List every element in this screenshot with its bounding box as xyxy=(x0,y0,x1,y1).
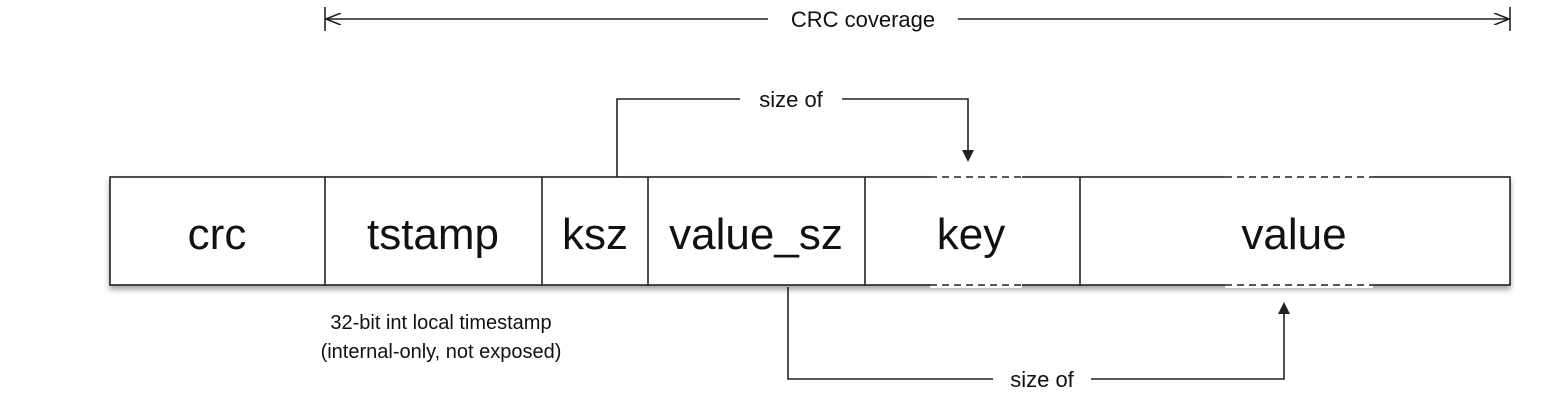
field-label-key: key xyxy=(937,210,1005,259)
key-dash-mask-bottom xyxy=(930,282,1022,288)
key-dash-mask-top xyxy=(930,174,1022,180)
tstamp-note-line1: 32-bit int local timestamp xyxy=(330,312,551,334)
value-sz-size-of-connector: size of xyxy=(787,287,1290,392)
field-tstamp: tstamp xyxy=(367,210,499,259)
field-label-tstamp: tstamp xyxy=(367,210,499,259)
field-label-ksz: ksz xyxy=(562,210,628,259)
value-sz-size-of-label: size of xyxy=(1010,367,1074,392)
field-ksz: ksz xyxy=(562,210,628,259)
record-outline xyxy=(109,176,1511,286)
ksz-size-of-connector: size of xyxy=(616,87,974,177)
crc-coverage-span: CRC coverage xyxy=(324,7,1511,32)
field-label-value: value xyxy=(1241,210,1346,259)
field-value-sz: value_sz xyxy=(669,210,843,259)
value-sz-connector-left xyxy=(787,287,993,380)
field-key: key xyxy=(930,174,1022,288)
field-crc: crc xyxy=(188,210,247,259)
value-sz-connector-right xyxy=(1091,302,1290,380)
tstamp-note: 32-bit int local timestamp (internal-onl… xyxy=(321,312,562,363)
ksz-connector-right xyxy=(842,98,974,162)
record-row: crc tstamp ksz value_sz key xyxy=(109,174,1511,288)
ksz-size-of-label: size of xyxy=(759,87,823,112)
tstamp-note-line2: (internal-only, not exposed) xyxy=(321,341,562,363)
field-value: value xyxy=(1225,174,1373,288)
ksz-connector-left xyxy=(616,98,740,177)
field-label-value-sz: value_sz xyxy=(669,210,843,259)
coverage-label: CRC coverage xyxy=(791,7,935,32)
field-label-crc: crc xyxy=(188,210,247,259)
